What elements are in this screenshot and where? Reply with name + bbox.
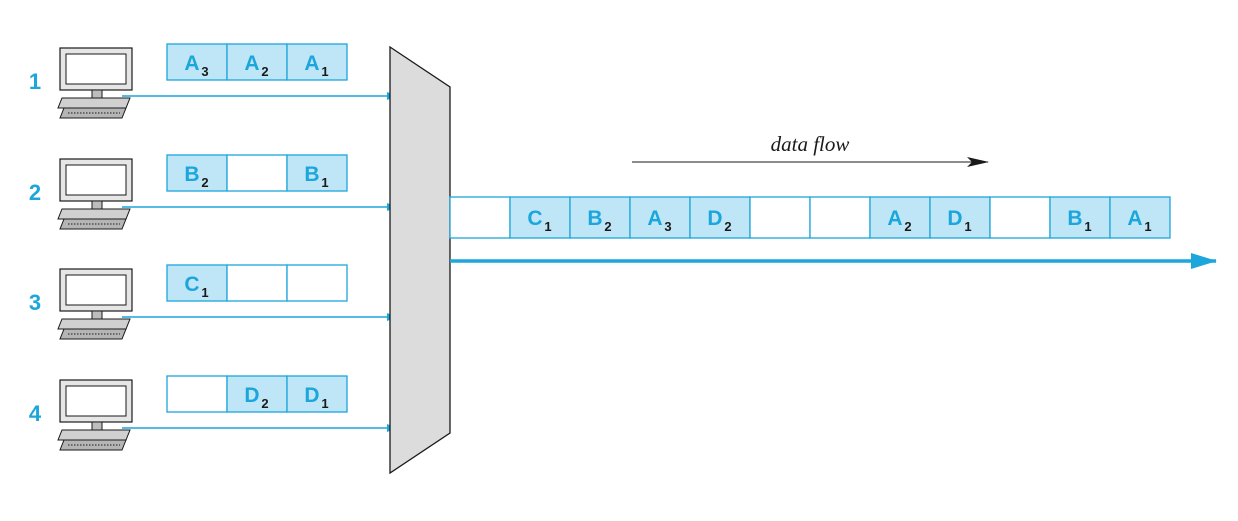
packet-letter: A [244,52,259,75]
output-packet-subscript: 2 [604,219,611,234]
packet-subscript: 3 [201,64,208,79]
multiplexer-icon [389,45,451,475]
empty-cell [286,264,348,302]
output-packet-letter: A [647,207,662,230]
output-packet-subscript: 2 [904,219,911,234]
computer-icon [57,158,133,230]
output-packet-subscript: 1 [1084,219,1091,234]
output-packet-letter: B [587,207,602,230]
packet-letter: D [304,384,319,407]
source-number: 2 [29,180,41,205]
packet-letter: C [184,273,199,296]
output-empty-cell [749,196,811,239]
packet-subscript: 2 [201,175,208,190]
output-packet-letter: A [1127,207,1142,230]
output-packet-letter: C [527,207,542,230]
output-packet-letter: D [947,207,962,230]
computer-icon [57,47,133,119]
packet-subscript: 1 [201,285,208,300]
packet-letter: D [244,384,259,407]
output-packet-letter: D [707,207,722,230]
empty-cell [226,154,288,192]
packet-letter: B [184,163,199,186]
output-packet-subscript: 1 [544,219,551,234]
packet-letter: A [304,52,319,75]
output-packet-subscript: 1 [964,219,971,234]
packet-subscript: 2 [261,396,268,411]
output-packet-subscript: 2 [724,219,731,234]
source-number: 3 [29,290,41,315]
packet-subscript: 2 [261,64,268,79]
empty-cell [166,375,228,413]
output-empty-cell [449,196,511,239]
packet-letter: A [184,52,199,75]
output-packet-subscript: 1 [1144,219,1151,234]
packet-subscript: 1 [321,396,328,411]
computer-icon [57,268,133,340]
output-packet-letter: B [1067,207,1082,230]
empty-cell [226,264,288,302]
source-number: 1 [29,69,41,94]
output-packet-subscript: 3 [664,219,671,234]
output-empty-cell [809,196,871,239]
packet-subscript: 1 [321,64,328,79]
computer-icon [57,379,133,451]
source-number: 4 [29,401,42,426]
output-empty-cell [989,196,1051,239]
data-flow-label: data flow [771,132,850,156]
packet-letter: B [304,163,319,186]
packet-subscript: 1 [321,175,328,190]
output-packet-letter: A [887,207,902,230]
